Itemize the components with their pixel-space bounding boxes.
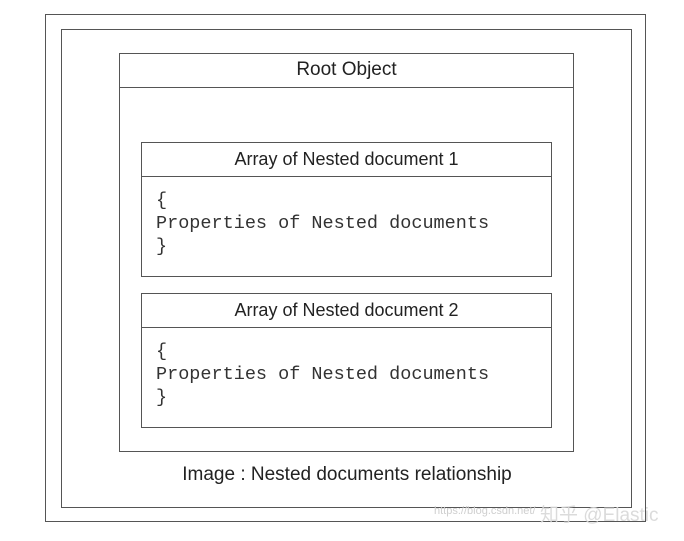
nested-document-body-1: { Properties of Nested documents } (156, 189, 489, 258)
root-object-box: Root Object (119, 53, 574, 452)
nested-document-label-2: Array of Nested document 2 (142, 294, 551, 328)
diagram-caption: Image : Nested documents relationship (182, 464, 512, 485)
nested-document-box-1: Array of Nested document 1 { Properties … (141, 142, 552, 277)
close-brace: } (156, 236, 168, 257)
inner-frame (61, 29, 632, 508)
nested-document-label-1: Array of Nested document 1 (142, 143, 551, 177)
open-brace: { (156, 341, 168, 362)
watermark-logo: 知乎 @Elastic (540, 505, 659, 526)
root-object-label: Root Object (120, 54, 573, 88)
close-brace: } (156, 387, 168, 408)
nested-document-body-2: { Properties of Nested documents } (156, 340, 489, 409)
properties-text: Properties of Nested documents (156, 213, 490, 234)
watermark-url: https://blog.csdn.net/ (434, 505, 536, 517)
outer-frame (45, 14, 646, 522)
open-brace: { (156, 190, 168, 211)
nested-document-box-2: Array of Nested document 2 { Properties … (141, 293, 552, 428)
properties-text: Properties of Nested documents (156, 364, 490, 385)
